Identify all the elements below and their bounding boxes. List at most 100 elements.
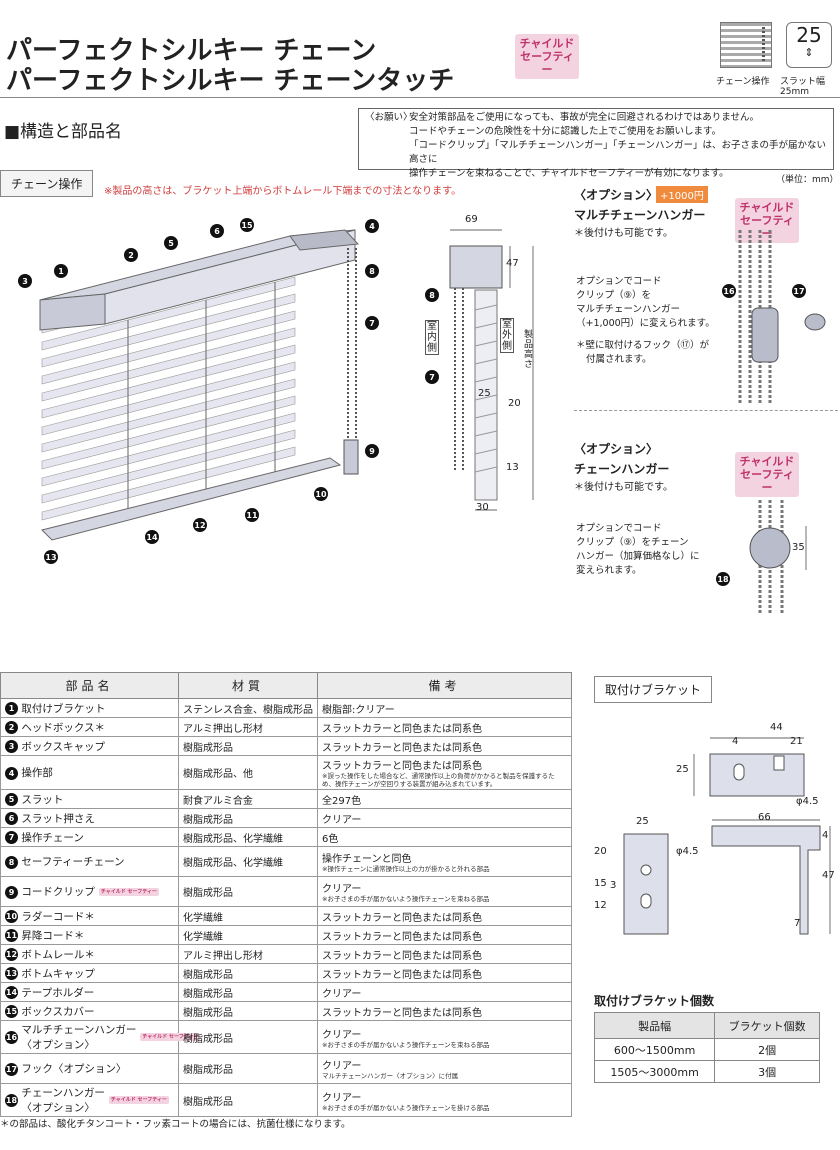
part-name-cell: 14 テープホルダー [0,982,179,1002]
table-row: 600～1500mm 2個 [593,1038,820,1061]
option1-desc: オプションでコードクリップ（⑨）をマルチチェーンハンガー（+1,000円）に変え… [576,276,715,365]
callout-15: 15 [240,218,254,232]
part-name: 操作部 [21,767,53,779]
part-note: クリアー [322,988,362,1000]
part-name: フック〈オプション〉 [21,1063,127,1075]
child-safety-mini-badge: チャイルド セーフティー [108,1096,169,1104]
option-divider [574,410,838,411]
notice-line1: 安全対策部品をご使用になっても、事故が完全に回避されるわけではありません。 [409,112,759,123]
bracket-dim-25b: 25 [636,816,649,827]
bracket-tab: 取付けブラケット [594,676,713,703]
part-number: 16 [5,1031,18,1044]
part-note: 樹脂部:クリアー [322,704,395,716]
part-note: クリアー [322,1029,362,1041]
dim-35: 35 [792,542,805,553]
part-note-cell: クリアー※お子さまの手が届かないよう操作チェーンを掛ける部品 [317,1083,572,1117]
slat-width-caption: スラット幅25mm [780,77,826,97]
part-material: 樹脂成形品 [178,1001,318,1021]
part-number: 4 [5,766,18,780]
part-note: スラットカラーと同色または同系色 [322,723,482,735]
slat-width-value: 25 [796,23,822,47]
part-material: 化学繊維 [178,906,318,926]
part-material: 樹脂成形品、化学繊維 [178,827,318,847]
part-number: 11 [5,929,18,942]
col-part-name: 部品名 [0,672,179,699]
table-row: 3 ボックスキャップ樹脂成形品スラットカラーと同色または同系色 [0,736,572,756]
part-subnote: ※操作チェーンに通常操作以上の力が掛かると外れる部品 [322,865,490,873]
part-material: 樹脂成形品 [178,1053,318,1084]
part-material: 樹脂成形品 [178,808,318,828]
col-product-width: 製品幅 [593,1012,716,1039]
callout-8: 8 [365,264,379,278]
chain-hanger-image [749,500,807,615]
part-number: 3 [5,740,18,753]
part-note-cell: スラットカラーと同色または同系色※誤った操作をした場合など、通常操作以上の負荷が… [317,755,572,790]
bracket-count: 2個 [714,1038,820,1061]
part-number: 10 [5,910,18,923]
table-row: 18 チェーンハンガー 〈オプション〉チャイルド セーフティー樹脂成形品クリアー… [0,1083,572,1117]
part-name-cell: 18 チェーンハンガー 〈オプション〉チャイルド セーフティー [0,1083,179,1117]
part-subnote: ※お子さまの手が届かないよう操作チェーンを束ねる部品 [322,1040,490,1049]
part-note: 全297色 [322,795,362,807]
bracket-dim-3: 3 [610,880,617,891]
table-row: 9 コードクリップチャイルド セーフティー樹脂成形品クリアー※お子さまの手が届か… [0,876,572,907]
product-width: 600～1500mm [593,1038,716,1061]
part-name-cell: 12 ボトムレール＊ [0,944,179,964]
option2-later: ＊後付けも可能です。 [574,482,673,493]
product-width: 1505～3000mm [593,1060,716,1083]
part-name: 取付けブラケット [21,702,106,715]
table-row: 4 操作部 樹脂成形品、他スラットカラーと同色または同系色※誤った操作をした場合な… [0,755,572,790]
bracket-count: 3個 [714,1060,820,1083]
bracket-dim-phi45a: φ4.5 [796,796,819,807]
part-name: ラダーコード＊ [21,910,95,923]
part-name-cell: 9 コードクリップチャイルド セーフティー [0,876,179,907]
bracket-dim-4b: 4 [822,830,829,841]
part-material: 樹脂成形品 [178,1020,318,1054]
bracket-dim-66: 66 [758,812,771,823]
part-name: スラット [21,793,64,806]
part-material: 樹脂成形品、他 [178,755,318,790]
part-material: 樹脂成形品、化学繊維 [178,846,318,877]
part-name-cell: 10 ラダーコード＊ [0,906,179,926]
notice-line2: コードやチェーンの危険性を十分に認識した上でご使用をお願いします。 [409,126,722,137]
part-name-cell: 6 スラット押さえ [0,808,179,828]
dim-69: 69 [465,214,478,225]
col-note: 備考 [317,672,572,699]
slat-width-icon: 25 ⇕ [786,22,832,68]
part-note: クリアー [322,1061,362,1072]
part-note: クリアー [322,1092,362,1104]
callout-8-side: 8 [425,288,439,302]
part-name: 操作チェーン [21,831,84,844]
table-row: 12 ボトムレール＊アルミ押出し形材スラットカラーと同色または同系色 [0,944,572,964]
part-number: 5 [5,793,18,806]
part-note-cell: 樹脂部:クリアー [317,698,572,718]
part-name-cell: 7 操作チェーン [0,827,179,847]
option2-name: チェーンハンガー [574,462,670,476]
table-row: 16 マルチチェーンハンガー 〈オプション〉チャイルド セーフティー樹脂成形品ク… [0,1020,572,1054]
child-safety-mini-badge: チャイルド セーフティー [98,887,159,896]
part-note-cell: スラットカラーと同色または同系色 [317,1001,572,1021]
part-number: 14 [5,986,18,999]
part-note: スラットカラーと同色または同系色 [322,742,482,754]
part-subnote: ※誤った操作をした場合など、通常操作以上の負荷がかかると製品を保護するため、操作… [322,772,555,788]
product-title-line1: パーフェクトシルキー チェーン [6,36,377,66]
parts-footnote: ＊の部品は、酸化チタンコート・フッ素コートの場合には、抗菌仕様になります。 [0,1119,351,1130]
part-number: 18 [5,1094,18,1107]
child-safety-badge: チャイルド セーフティー [515,34,579,79]
slats [41,259,296,521]
multi-chain-hanger-image [738,230,826,405]
part-note-cell: スラットカラーと同色または同系色 [317,944,572,964]
callout-17: 17 [792,284,806,298]
part-number: 2 [5,721,18,734]
table-row: 10 ラダーコード＊化学繊維スラットカラーと同色または同系色 [0,906,572,926]
callout-4: 4 [365,219,379,233]
callout-9: 9 [365,444,379,458]
table-row: 8 セーフティーチェーン樹脂成形品、化学繊維操作チェーンと同色※操作チェーンに通… [0,846,572,877]
bracket-qty-title: 取付けブラケット個数 [594,994,715,1008]
part-name: チェーンハンガー 〈オプション〉 [21,1087,105,1114]
option2-desc: オプションでコードクリップ（⑨）をチェーンハンガー（加算価格なし）に変えられます… [576,523,700,576]
part-note-cell: スラットカラーと同色または同系色 [317,963,572,983]
part-note-cell: スラットカラーと同色または同系色 [317,736,572,756]
part-name-cell: 13 ボトムキャップ [0,963,179,983]
